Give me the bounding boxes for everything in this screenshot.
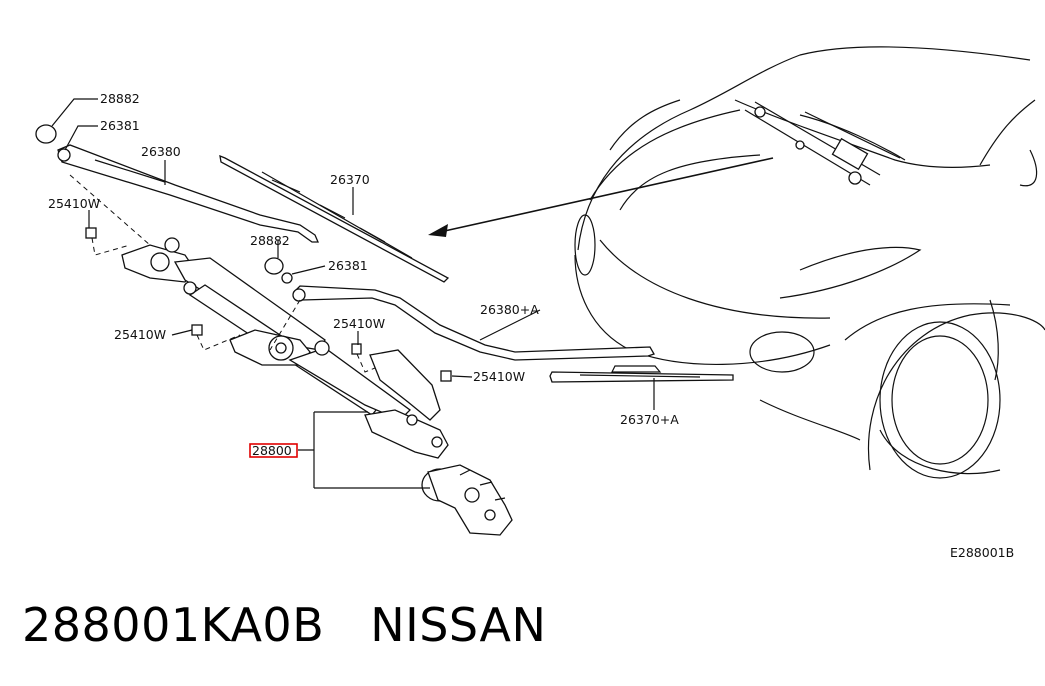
- figure-code: E288001B: [950, 545, 1014, 560]
- bolt-mid: [351, 343, 362, 355]
- wiper-cap-top: [35, 124, 57, 144]
- car-front-illustration: [574, 46, 1045, 479]
- bolt-left-mid: [191, 324, 203, 336]
- dashed-line-5: [269, 299, 301, 351]
- brand-name: NISSAN: [370, 598, 547, 652]
- direction-arrow: [428, 157, 774, 237]
- part-number: 288001KA0B: [22, 598, 325, 652]
- callout-nut-mid: 26381: [328, 258, 368, 273]
- callout-bolt-mid: 25410W: [333, 316, 385, 331]
- wiper-parts-diagram: 28882 26381 26380 26370 25410W 28882 263…: [35, 46, 1045, 560]
- callout-blade-a: 26370+A: [620, 412, 679, 427]
- callout-bolt-left-mid: 25410W: [114, 327, 166, 342]
- wiper-cap-mid: [264, 257, 284, 275]
- lower-wiper-blade: [549, 365, 734, 383]
- callout-cap-top: 28882: [100, 91, 140, 106]
- upper-wiper-blade: [219, 154, 450, 283]
- callout-cap-mid: 28882: [250, 233, 290, 248]
- highlight-box: [249, 443, 298, 458]
- callout-bolt-left-top: 25410W: [48, 196, 100, 211]
- wiper-motor: [421, 464, 513, 536]
- callout-arm-top: 26380: [141, 144, 181, 159]
- nut-mid: [281, 272, 293, 284]
- highlighted-callout: 28800: [249, 443, 298, 458]
- wiper-linkage-assembly: [121, 237, 449, 459]
- upper-wiper-arm: [57, 144, 319, 243]
- callout-arm-a: 26380+A: [480, 302, 539, 317]
- callout-nut-top: 26381: [100, 118, 140, 133]
- bolt-left-top: [85, 227, 97, 239]
- leader-lines: [51, 98, 655, 489]
- callout-blade-top: 26370: [330, 172, 370, 187]
- dashed-line-1: [91, 237, 131, 256]
- caption: 288001KA0B NISSAN: [22, 598, 546, 652]
- callout-motor-link: 28800: [252, 443, 292, 458]
- bolt-right: [440, 370, 452, 382]
- callout-bolt-right: 25410W: [473, 369, 525, 384]
- lower-wiper-arm: [292, 285, 655, 361]
- dashed-line-4: [356, 353, 376, 373]
